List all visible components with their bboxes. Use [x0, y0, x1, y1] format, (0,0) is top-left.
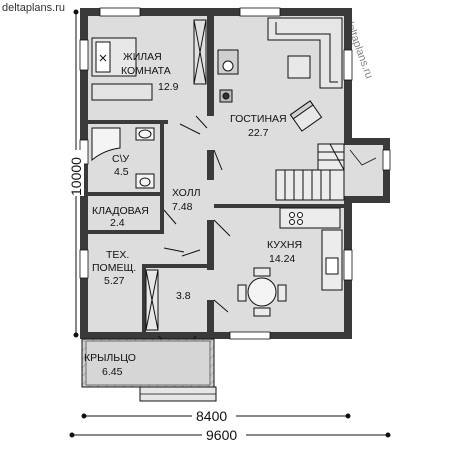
lounge-area: 22.7 [248, 127, 269, 139]
tech-name-2: ПОМЕЩ. [92, 262, 136, 274]
height-dimension: 10000 [68, 157, 84, 196]
watermark-text: deltaplans.ru [2, 2, 65, 14]
storage-area: 2.4 [110, 217, 125, 229]
kitchen-furniture [237, 207, 343, 317]
room-labels: ЖИЛАЯ КОМНАТА 12.9 ГОСТИНАЯ 22.7 С\У 4.5… [84, 51, 302, 378]
living-room-area: 12.9 [158, 81, 179, 93]
storage-name: КЛАДОВАЯ [92, 205, 149, 217]
porch [81, 338, 217, 402]
porch-area: 6.45 [102, 366, 123, 378]
living-room-furniture [91, 19, 207, 101]
living-room-name-2: КОМНАТА [121, 65, 171, 77]
dimension-labels: 10000 8400 9600 [68, 150, 246, 443]
closet-shelving [145, 269, 159, 331]
porch-name: КРЫЛЬЦО [84, 352, 136, 364]
bathroom-area: 4.5 [114, 166, 129, 178]
hall-name: ХОЛЛ [172, 187, 201, 199]
hall-area: 7.48 [172, 201, 193, 213]
bathroom-name: С\У [112, 153, 130, 165]
lounge-name: ГОСТИНАЯ [230, 113, 287, 125]
outer-width-dimension: 9600 [206, 427, 237, 443]
living-room-name-1: ЖИЛАЯ [123, 51, 162, 63]
closet-area: 3.8 [176, 290, 191, 302]
kitchen-area: 14.24 [269, 253, 295, 265]
bathroom-fixtures [91, 127, 155, 189]
kitchen-name: КУХНЯ [267, 239, 302, 251]
lounge-furniture [217, 17, 377, 201]
tech-name-1: ТЕХ. [106, 249, 129, 261]
tech-area: 5.27 [104, 275, 125, 287]
staircase [275, 143, 377, 201]
inner-width-dimension: 8400 [196, 408, 227, 424]
